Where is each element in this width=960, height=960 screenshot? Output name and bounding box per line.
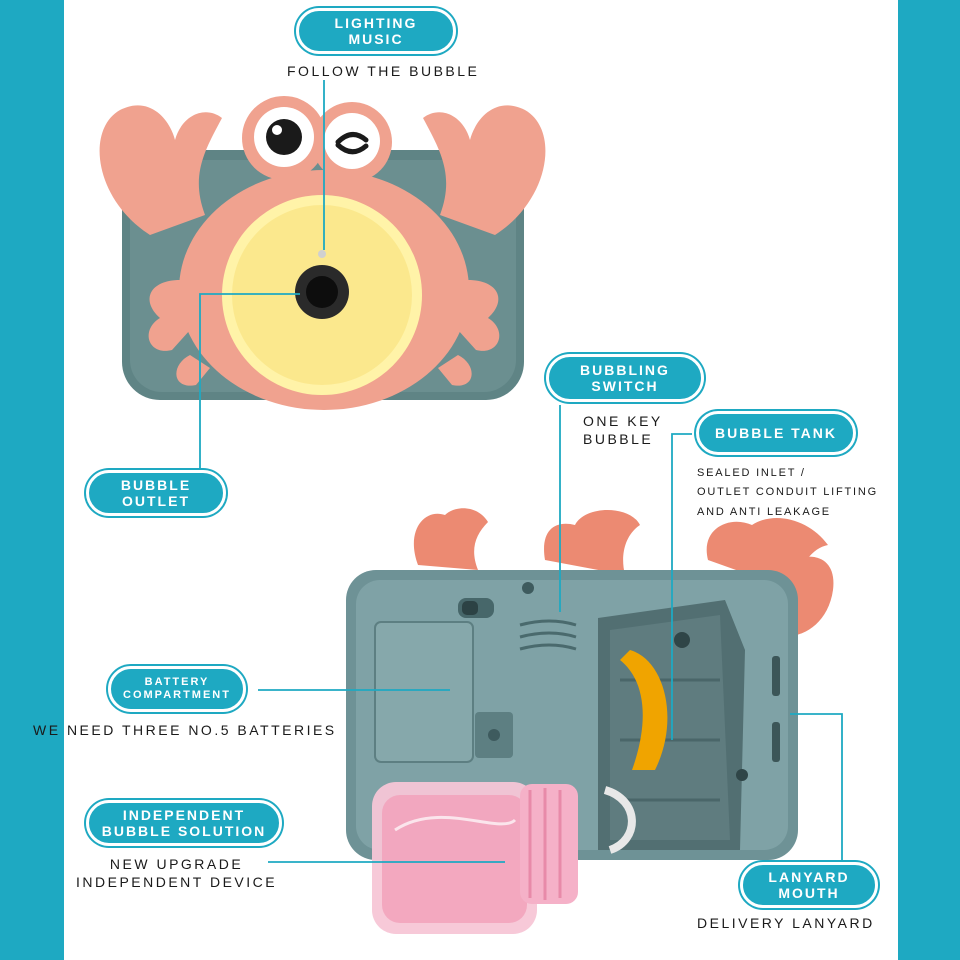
battery-line1: BATTERY — [144, 676, 210, 689]
lanyard-mouth-pill: LANYARD MOUTH — [740, 862, 878, 908]
new-upgrade-caption: NEW UPGRADE INDEPENDENT DEVICE — [76, 855, 277, 891]
independent-solution-pill: INDEPENDENT BUBBLE SOLUTION — [86, 800, 282, 846]
lanyard-line2: MOUTH — [778, 885, 840, 901]
leader-line-lanyard — [790, 713, 843, 862]
left-accent-bar — [0, 0, 64, 960]
lighting-music-line1: LIGHTING — [334, 14, 418, 31]
bubbling-switch-line2: SWITCH — [591, 378, 659, 394]
front-camera-image — [99, 96, 546, 410]
solution-line2: BUBBLE SOLUTION — [101, 823, 267, 839]
lighting-music-pill: LIGHTING MUSIC — [296, 8, 456, 54]
bubble-outlet-line2: OUTLET — [122, 493, 190, 509]
batteries-note: WE NEED THREE NO.5 BATTERIES — [33, 722, 337, 738]
bubble-outlet-pill: BUBBLE OUTLET — [86, 470, 226, 516]
leader-line-tank — [671, 433, 692, 740]
bubbling-switch-pill: BUBBLING SWITCH — [546, 354, 704, 402]
leader-line-outlet — [199, 293, 300, 468]
new-upgrade-line2: INDEPENDENT DEVICE — [76, 874, 278, 891]
battery-line2: COMPARTMENT — [123, 689, 231, 701]
follow-bubble-caption: FOLLOW THE BUBBLE — [287, 63, 480, 79]
lighting-music-line2: MUSIC — [348, 31, 404, 47]
delivery-lanyard-caption: DELIVERY LANYARD — [697, 915, 875, 931]
solution-line1: INDEPENDENT — [122, 806, 246, 823]
one-key-bubble-line1: ONE KEY — [583, 413, 663, 429]
back-camera-image — [346, 508, 834, 934]
tank-desc-line2: OUTLET CONDUIT LIFTING — [697, 486, 878, 499]
bubble-outlet-line1: BUBBLE — [120, 476, 192, 493]
tank-desc-line3: AND ANTI LEAKAGE — [697, 505, 831, 518]
tank-desc-line1: SEALED INLET / — [697, 467, 806, 479]
bubbling-switch-line1: BUBBLING — [580, 361, 670, 378]
right-accent-bar — [898, 0, 960, 960]
tank-description: SEALED INLET / OUTLET CONDUIT LIFTING AN… — [697, 464, 878, 522]
one-key-bubble-line2: BUBBLE — [583, 431, 654, 448]
one-key-bubble-caption: ONE KEY BUBBLE — [583, 412, 663, 448]
new-upgrade-line1: NEW UPGRADE — [109, 856, 244, 872]
battery-compartment-pill: BATTERY COMPARTMENT — [108, 666, 246, 712]
bubble-tank-pill: BUBBLE TANK — [696, 411, 856, 455]
lanyard-line1: LANYARD — [768, 868, 850, 885]
leader-lines — [199, 80, 843, 863]
bubble-tank-label: BUBBLE TANK — [714, 424, 838, 441]
